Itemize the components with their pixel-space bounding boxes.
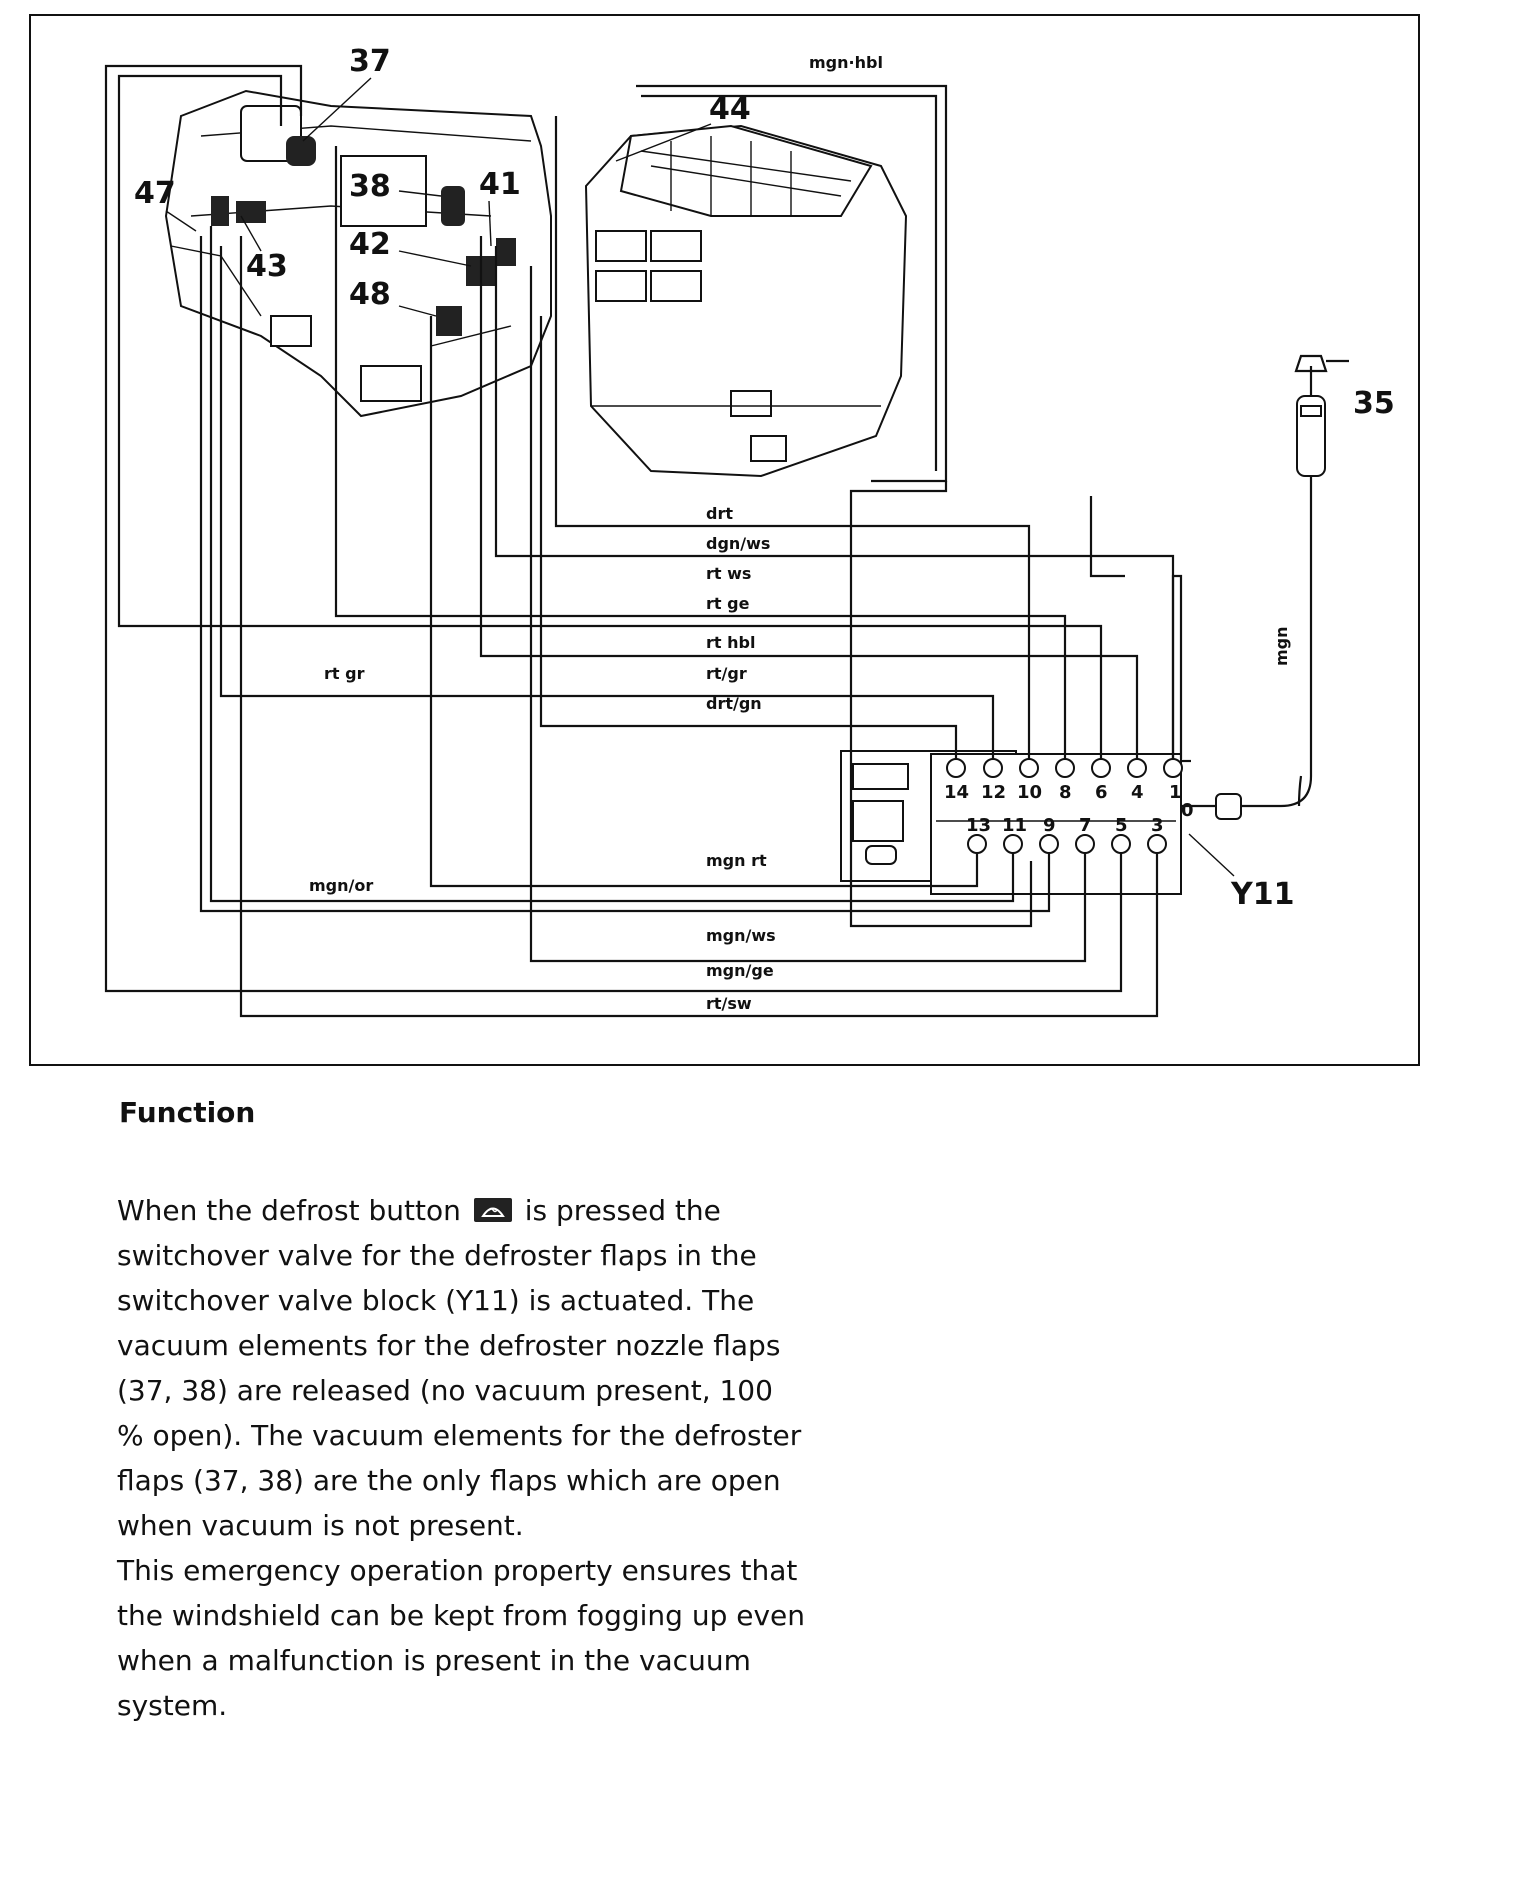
hose-code-rt-gr: rt/gr — [706, 664, 747, 683]
port-label-1: 1 — [1169, 782, 1182, 803]
callout-labels: 37 38 41 42 43 44 47 48 35 Y11 — [134, 44, 1395, 912]
function-text-second: This emergency operation property ensure… — [117, 1554, 806, 1722]
port-label-11: 11 — [1002, 815, 1027, 836]
function-paragraph: When the defrost button is pressed the s… — [117, 1188, 807, 1728]
hose-code-mgn-ws: mgn/ws — [706, 926, 776, 945]
hose-code-drt-gn: drt/gn — [706, 694, 762, 713]
hose-code-rt-hbl: rt hbl — [706, 633, 755, 652]
port-label-8: 8 — [1059, 782, 1072, 803]
port-label-3: 3 — [1151, 815, 1164, 836]
function-heading: Function — [119, 1096, 256, 1129]
function-text-before-icon: When the defrost button — [117, 1194, 461, 1227]
hose-code-rt-ge: rt ge — [706, 594, 750, 613]
blower-unit — [584, 124, 908, 478]
port-label-7: 7 — [1079, 815, 1092, 836]
hose-code-mgn-or: mgn/or — [309, 876, 373, 895]
hose-code-mgn-hbl: mgn·hbl — [809, 53, 883, 72]
port-label-14: 14 — [944, 782, 969, 803]
port-label-5: 5 — [1115, 815, 1128, 836]
port-label-13: 13 — [966, 815, 991, 836]
function-text-after-icon: is pressed the switchover valve for the … — [117, 1194, 802, 1542]
vacuum-hoses — [104, 64, 1191, 1018]
hose-code-rt-ws: rt ws — [706, 564, 751, 583]
callout-47: 47 — [134, 176, 176, 211]
defrost-button-icon — [473, 1198, 512, 1222]
port-label-4: 4 — [1131, 782, 1144, 803]
hose-code-labels: mgn·hbl drt dgn/ws rt ws rt ge rt hbl rt… — [309, 53, 1291, 1013]
port-label-10: 10 — [1017, 782, 1042, 803]
hose-code-rt-sw: rt/sw — [706, 994, 752, 1013]
vacuum-elements — [211, 136, 516, 336]
callout-Y11: Y11 — [1230, 877, 1294, 912]
hose-code-mgn-ge: mgn/ge — [706, 961, 774, 980]
port-labels: 14 12 10 8 6 4 1 0 13 11 9 7 5 3 — [944, 782, 1194, 836]
callout-44: 44 — [709, 92, 751, 127]
hose-code-drt: drt — [706, 504, 733, 523]
callout-48: 48 — [349, 277, 391, 312]
hose-code-dgn-ws: dgn/ws — [706, 534, 770, 553]
diagram-frame: 37 38 41 42 43 44 47 48 35 Y11 14 12 10 … — [29, 14, 1420, 1066]
port-label-0: 0 — [1181, 800, 1194, 821]
callout-43: 43 — [246, 249, 288, 284]
port-label-12: 12 — [981, 782, 1006, 803]
port-label-9: 9 — [1043, 815, 1056, 836]
callout-42: 42 — [349, 227, 391, 262]
vacuum-diagram: 37 38 41 42 43 44 47 48 35 Y11 14 12 10 … — [104, 44, 1395, 1018]
callout-35: 35 — [1353, 386, 1395, 421]
callout-38: 38 — [349, 169, 391, 204]
hose-code-mgn: mgn — [1272, 626, 1291, 666]
callout-41: 41 — [479, 167, 521, 202]
hose-code-rt-gr-left: rt gr — [324, 664, 365, 683]
callout-37: 37 — [349, 44, 391, 79]
hose-code-mgn-rt: mgn rt — [706, 851, 767, 870]
port-label-6: 6 — [1095, 782, 1108, 803]
